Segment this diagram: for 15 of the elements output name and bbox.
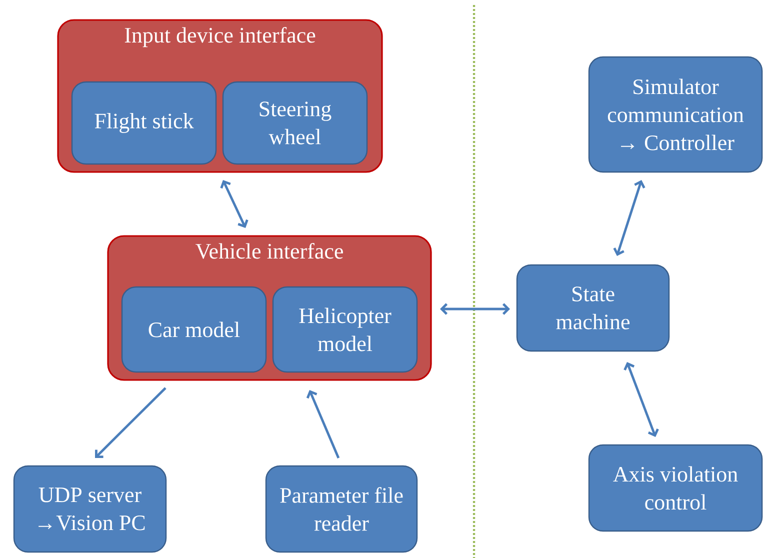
process-box: Simulator communication → Controller xyxy=(588,56,763,173)
process-box: Parameter file reader xyxy=(265,465,418,553)
process-box: Car model xyxy=(121,286,267,373)
process-box: UDP server →Vision PC xyxy=(13,465,167,553)
process-box: Axis violation control xyxy=(588,444,763,532)
arrow xyxy=(95,387,166,458)
arrow xyxy=(306,390,340,458)
process-box: Flight stick xyxy=(71,81,217,165)
arrow xyxy=(624,362,659,437)
process-box: State machine xyxy=(516,264,670,352)
process-box: Helicopter model xyxy=(272,286,418,373)
process-box: Steering wheel xyxy=(222,81,368,165)
arrow xyxy=(220,180,248,228)
arrow xyxy=(440,303,510,315)
arrow xyxy=(613,180,646,256)
